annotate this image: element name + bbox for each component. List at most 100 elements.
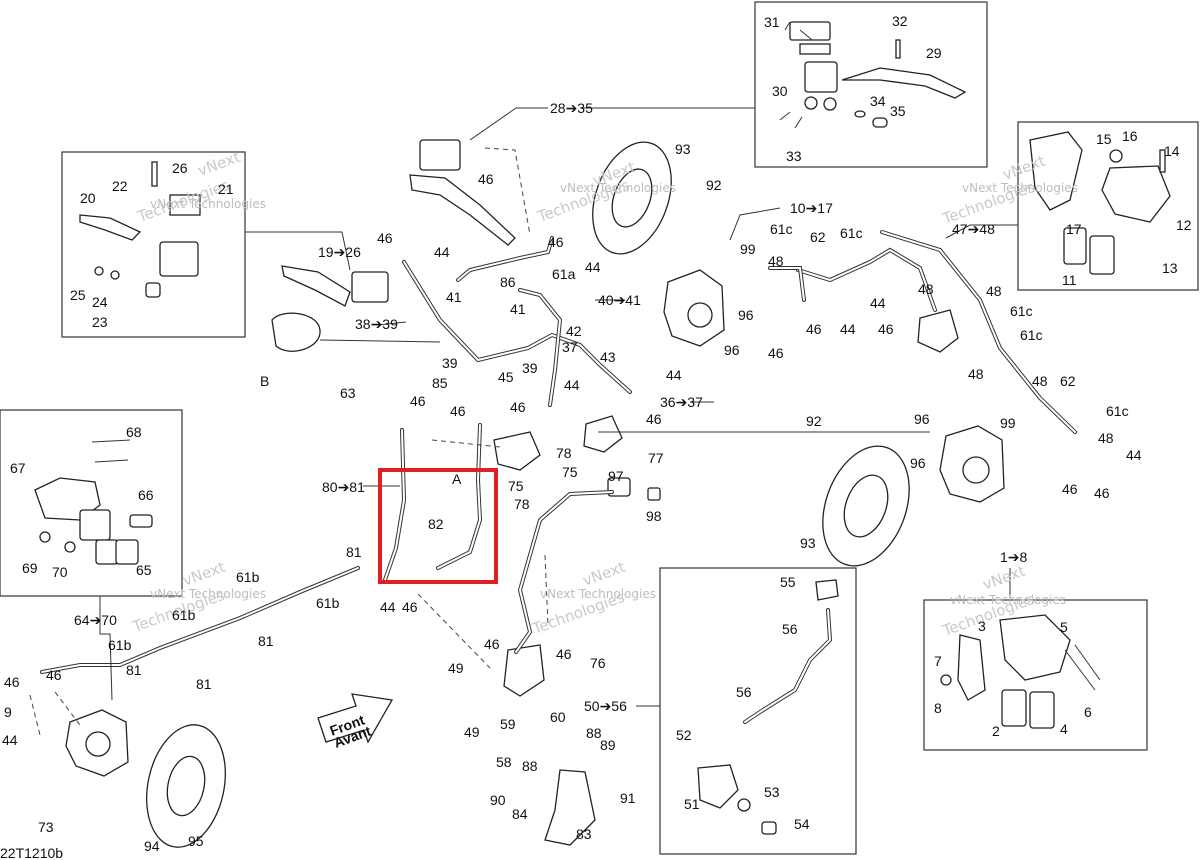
part-label: 39 [442, 355, 458, 371]
part-label: 70 [52, 564, 68, 580]
part-label: 61b [108, 637, 132, 653]
part-label: 46 [410, 393, 426, 409]
part-label: 46 [878, 321, 894, 337]
highlighted-brake-line-82 [378, 468, 498, 584]
handlebar-master-cylinder-left [281, 265, 389, 307]
part-label: 23 [92, 314, 108, 330]
part-label: 47➔48 [952, 221, 995, 237]
part-label: 48 [1032, 373, 1048, 389]
part-label: 46 [1094, 485, 1110, 501]
part-label: 45 [498, 369, 514, 385]
part-label: 98 [646, 508, 662, 524]
part-label: 50➔56 [584, 698, 627, 714]
part-label: B [260, 373, 269, 389]
brake-lines [40, 230, 1077, 674]
part-label: 48 [918, 281, 934, 297]
part-label: 46 [510, 399, 526, 415]
watermark-brand: vNext [580, 558, 627, 590]
brake-disc-top [592, 141, 672, 255]
part-label: 13 [1162, 260, 1178, 276]
part-label: 52 [676, 727, 692, 743]
part-label: 51 [684, 796, 700, 812]
part-label: 7 [934, 653, 942, 669]
part-label: 80➔81 [322, 479, 365, 495]
rear-caliper [65, 709, 129, 777]
watermark-company: vNext Technologies [150, 197, 266, 211]
part-label: 4 [1060, 721, 1068, 737]
part-label: 60 [550, 709, 566, 725]
diagram-reference-code: 22T1210b [0, 845, 63, 860]
part-label: 61c [770, 221, 793, 237]
part-label: 44 [585, 259, 601, 275]
part-label: 58 [496, 754, 512, 770]
part-label: 96 [738, 307, 754, 323]
part-label: 75 [508, 478, 524, 494]
part-label: 6 [1084, 704, 1092, 720]
part-label: 33 [786, 148, 802, 164]
part-label: 46 [1062, 481, 1078, 497]
part-label: 92 [706, 177, 722, 193]
part-label: 67 [10, 460, 26, 476]
part-label: 46 [806, 321, 822, 337]
part-label: 78 [556, 445, 572, 461]
top-master-cylinder-inset [754, 1, 988, 168]
part-label: 44 [564, 377, 580, 393]
part-label: 61b [316, 595, 340, 611]
watermark-company: vNext Technologies [962, 181, 1078, 195]
brake-disc-left [146, 724, 226, 848]
part-label: 46 [478, 171, 494, 187]
watermark-company: vNext Technologies [560, 181, 676, 195]
part-label: 82 [428, 516, 444, 532]
part-label: 81 [346, 544, 362, 560]
part-label: 73 [38, 819, 54, 835]
part-label: 14 [1164, 143, 1180, 159]
part-label: 46 [46, 667, 62, 683]
part-label: 39 [522, 360, 538, 376]
part-label: 96 [910, 455, 926, 471]
part-label: 10➔17 [790, 200, 833, 216]
handlebar-master-cylinder-top [409, 139, 516, 246]
part-label: 16 [1122, 128, 1138, 144]
part-label: 28➔35 [550, 100, 593, 116]
part-label: 5 [1060, 619, 1068, 635]
part-label: 65 [136, 562, 152, 578]
part-label: 63 [340, 385, 356, 401]
part-label: A [452, 471, 462, 487]
part-label: 78 [514, 496, 530, 512]
part-label: 99 [1000, 415, 1016, 431]
part-label: 31 [764, 14, 780, 30]
part-label: 44 [434, 244, 450, 260]
part-label: 42 [566, 323, 582, 339]
part-label: 48 [768, 253, 784, 269]
part-label: 66 [138, 487, 154, 503]
part-label: 40➔41 [598, 292, 641, 308]
part-label: 25 [70, 287, 86, 303]
part-label: 97 [608, 468, 624, 484]
reservoir-inset [659, 567, 857, 855]
part-label: 8 [934, 700, 942, 716]
part-label: 91 [620, 790, 636, 806]
part-label: 44 [380, 599, 396, 615]
part-label: 20 [80, 190, 96, 206]
part-label: 76 [590, 655, 606, 671]
part-label: 62 [810, 229, 826, 245]
part-label: 44 [666, 367, 682, 383]
part-label: 69 [22, 560, 38, 576]
brake-disc-right [822, 445, 910, 567]
part-label: 29 [926, 45, 942, 61]
part-label: 21 [218, 181, 234, 197]
part-label: 93 [800, 535, 816, 551]
part-label: 88 [522, 758, 538, 774]
part-label: 88 [586, 725, 602, 741]
part-label: 41 [510, 301, 526, 317]
part-label: 90 [490, 792, 506, 808]
part-label: 19➔26 [318, 244, 361, 260]
part-label: 46 [646, 411, 662, 427]
part-label: 46 [402, 599, 418, 615]
part-label: 44 [870, 295, 886, 311]
part-label: 34 [870, 93, 886, 109]
part-label: 61b [236, 569, 260, 585]
part-label: 85 [432, 375, 448, 391]
part-label: 95 [188, 833, 204, 849]
